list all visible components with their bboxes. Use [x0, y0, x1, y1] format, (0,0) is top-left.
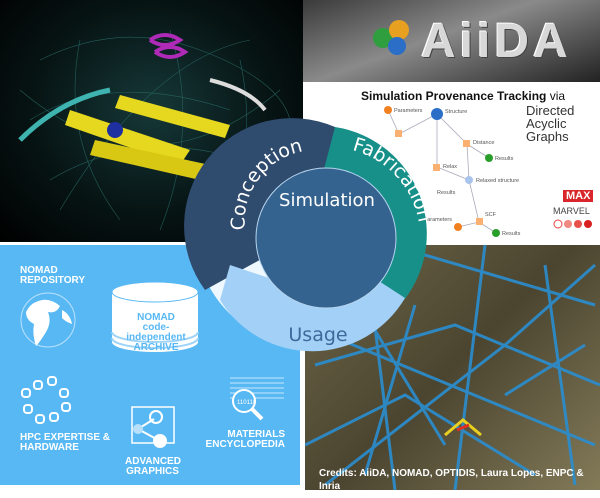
dag-line: Directed [526, 103, 575, 118]
dislocation-simulation-image: Credits: AiiDA, NOMAD, OPTIDIS, Laura Lo… [305, 245, 600, 490]
provenance-panel: Simulation Provenance Tracking via Direc… [303, 82, 600, 245]
dag-line: Graphs [526, 129, 569, 144]
graph-node-label: Results [495, 156, 514, 162]
dag-caption: Directed Acyclic Graphs [526, 104, 574, 143]
graph-node [476, 218, 483, 225]
graph-node [431, 108, 443, 120]
marvel-logo: MARVEL [553, 206, 590, 216]
aiida-logo-icon [373, 20, 409, 55]
credits-text: Credits: AiiDA, NOMAD, OPTIDIS, Laura Lo… [319, 468, 584, 490]
graph-node [454, 223, 462, 231]
aiida-banner: AiiDA [303, 0, 600, 82]
graph-node [433, 164, 440, 171]
hpc-network-icon [21, 376, 71, 424]
protein-ribbon-graphic [18, 29, 291, 231]
graph-node [485, 154, 493, 162]
graph-node-label: Results [502, 231, 521, 237]
provenance-title: Simulation Provenance Tracking via [361, 89, 565, 103]
graph-node [384, 106, 392, 114]
graph-node [465, 176, 473, 184]
hpc-label: HPC EXPERTISE &HARDWARE [20, 432, 111, 453]
graph-node-label: SCF [485, 212, 497, 218]
protein-structure-image [0, 0, 303, 242]
binary-text: 110110 [237, 400, 257, 406]
provenance-via: via [549, 89, 566, 103]
partner-logos: MAX MARVEL [553, 186, 594, 234]
graph-node-label: Structure [445, 109, 467, 115]
archive-database-icon [111, 281, 199, 352]
provenance-title-text: Simulation Provenance Tracking [361, 89, 547, 103]
graph-node-label: Results [437, 190, 456, 196]
provenance-graph: Parameters Structure Distance Results Re… [384, 106, 521, 237]
aiida-logo-text: AiiDA [421, 15, 572, 68]
dag-line: Acyclic [526, 116, 567, 131]
graphics-network-icon [131, 406, 175, 448]
graph-node-label: Parameters [394, 108, 423, 114]
max-logo: MAX [563, 190, 594, 202]
magnifier-binary-icon: 110110 [230, 377, 284, 421]
graph-node-label: Distance [473, 140, 494, 146]
graph-node-label: Relax [443, 164, 457, 170]
dislocation-lines-graphic [305, 245, 600, 490]
graph-node-label: Parameters [424, 217, 453, 223]
marvel-dots-icon [553, 219, 592, 229]
globe-icon [20, 292, 76, 348]
graph-node-label: Relaxed structure [476, 178, 519, 184]
graph-node [395, 130, 402, 137]
graph-node [463, 140, 470, 147]
graph-node [492, 229, 500, 237]
